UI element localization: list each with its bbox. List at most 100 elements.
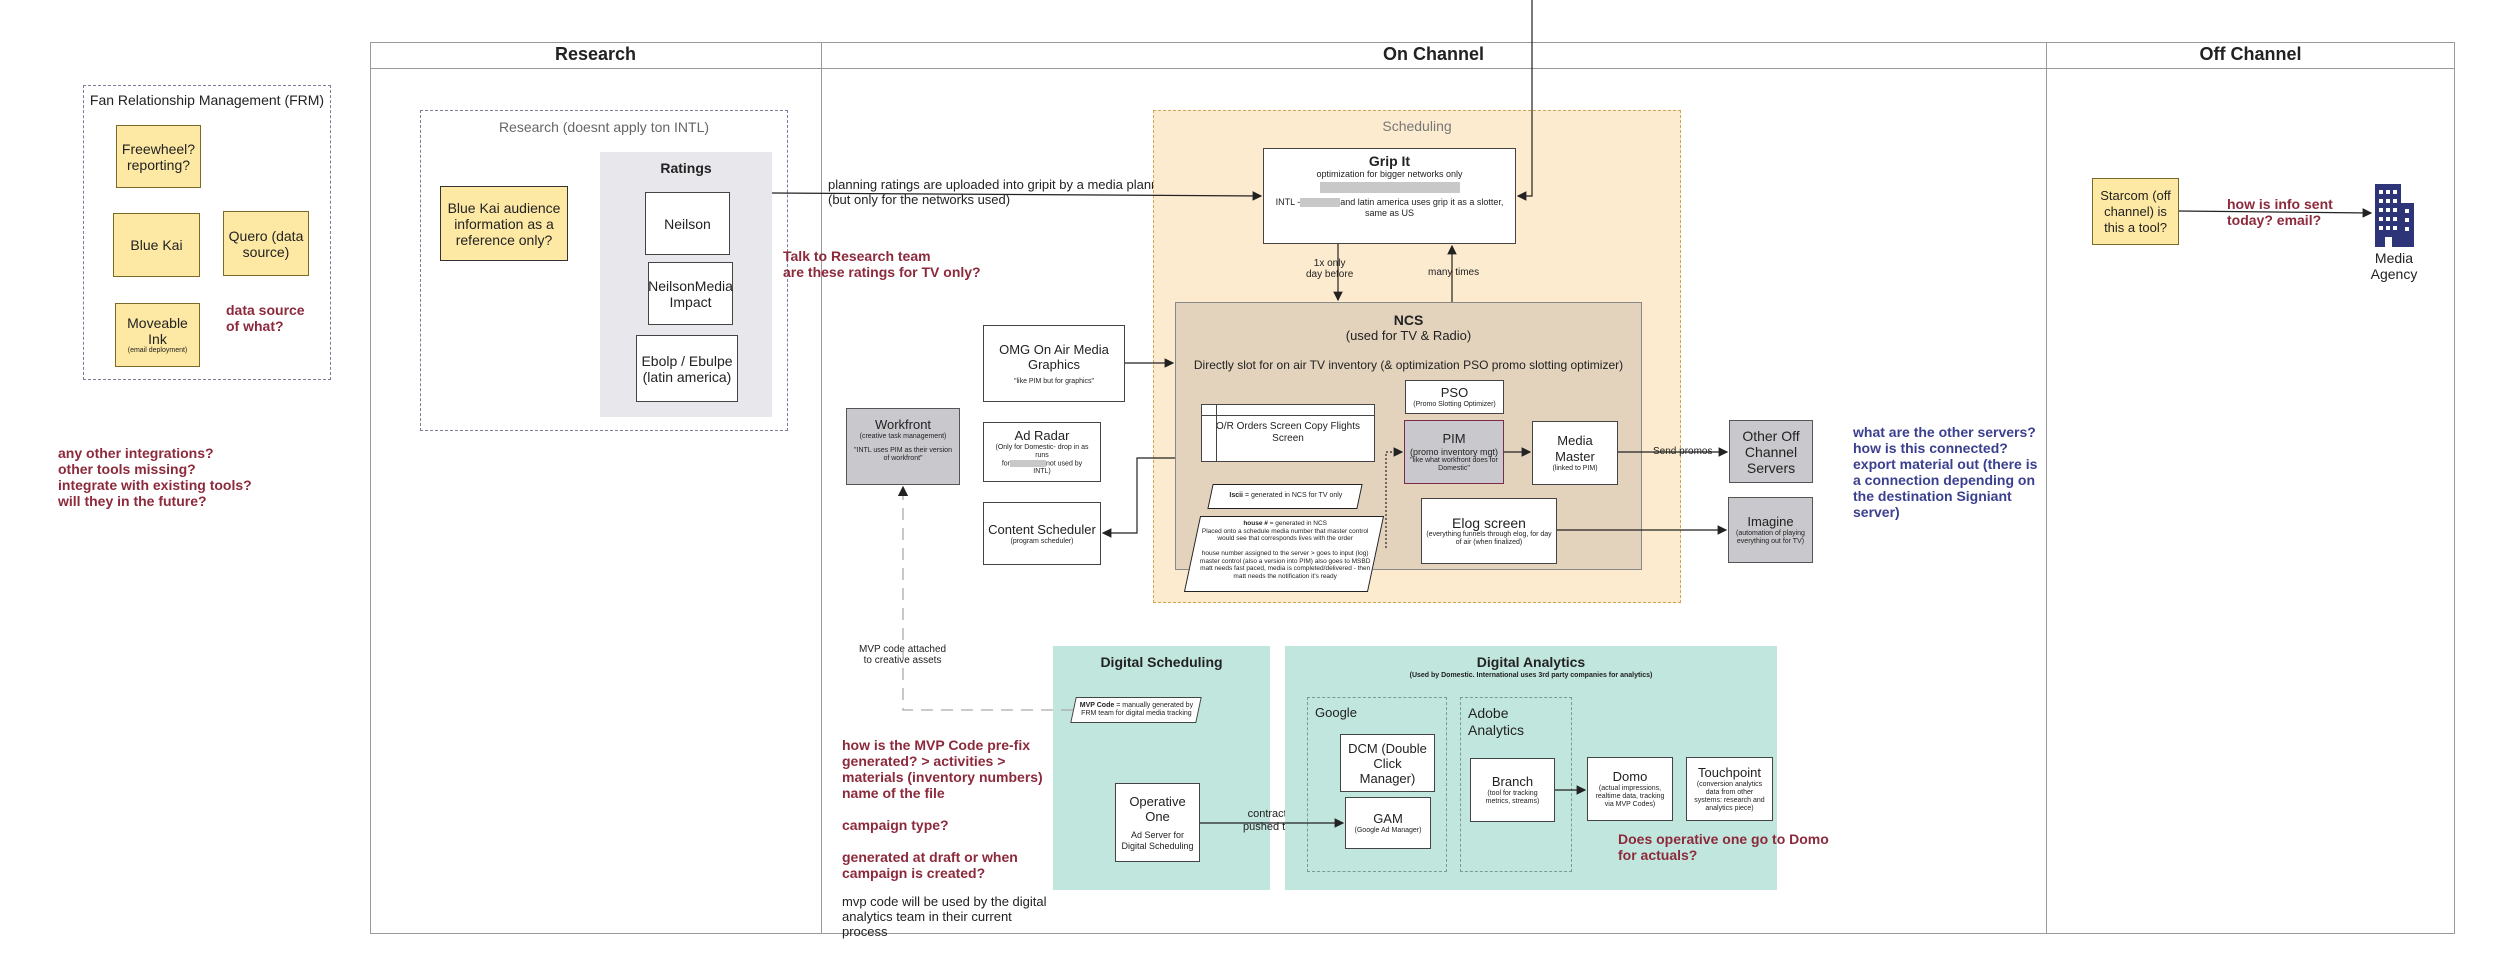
omg-title: OMG On Air Media Graphics	[999, 341, 1109, 372]
talk-research-question: Talk to Research team are these ratings …	[783, 248, 981, 280]
gripit-intl-redaction	[1300, 198, 1341, 208]
lane-title-research: Research	[554, 44, 637, 64]
ad-radar-note-line: for not used by INTL)	[1001, 459, 1083, 476]
research-group	[420, 110, 788, 431]
mvp-questions: how is the MVP Code pre-fix generated? >…	[842, 737, 1043, 881]
ratings-title: Ratings	[660, 160, 712, 176]
content-scheduler-title: Content Scheduler	[988, 521, 1096, 537]
ncs-title: NCS	[1393, 312, 1424, 328]
research-group-title: Research (doesnt apply ton INTL)	[498, 119, 710, 135]
swimlane-header-divider	[370, 68, 2455, 69]
digital-analytics-sub: (Used by Domestic. International uses 3r…	[1409, 672, 1653, 679]
ncs-sub: (used for TV & Radio)	[1345, 328, 1472, 343]
workfront-note: "INTL uses PIM as their version of workf…	[854, 447, 952, 462]
ad-radar-node: Ad Radar (Only for Domestic- drop in as …	[983, 422, 1101, 482]
media-master-title: Media Master	[1555, 433, 1595, 464]
gam-node: GAM (Google Ad Manager)	[1345, 797, 1431, 849]
neilsonmedia-node: NeilsonMedia Impact	[648, 262, 733, 325]
ad-radar-note-a: (Only for Domestic- drop in as runs	[995, 443, 1089, 459]
or-orders-header-line	[1201, 415, 1375, 416]
pim-title: PIM	[1442, 431, 1466, 446]
touchpoint-node: Touchpoint (conversion analytics data fr…	[1686, 757, 1773, 821]
scheduling-title: Scheduling	[1382, 118, 1452, 134]
domo-sub: (actual impressions, realtime data, trac…	[1595, 785, 1665, 808]
bluekai-reference-node: Blue Kai audience information as a refer…	[440, 186, 568, 261]
or-orders-node: O/R Orders Screen Copy Flights Screen	[1201, 404, 1375, 462]
starcom-to-agency-arrow	[2178, 208, 2373, 218]
data-source-question: data source of what?	[226, 302, 305, 334]
workfront-title: Workfront	[874, 417, 932, 432]
moveable-ink-title: Moveable Ink	[127, 315, 188, 347]
other-servers-node: Other Off Channel Servers	[1729, 420, 1813, 483]
ad-radar-note-b: for	[1001, 460, 1010, 468]
integration-questions: any other integrations? other tools miss…	[58, 445, 252, 509]
frm-group	[83, 85, 331, 380]
imagine-node: Imagine (automation of playing everythin…	[1728, 497, 1813, 563]
domo-title: Domo	[1612, 769, 1648, 784]
workfront-node: Workfront (creative task management) "IN…	[846, 408, 960, 485]
branch-title: Branch	[1491, 774, 1534, 789]
operative-one-sub: Ad Server for Digital Scheduling	[1121, 829, 1194, 851]
pim-sub: (promo inventory mgt)	[1409, 447, 1499, 457]
branch-sub: (tool for tracking metrics, streams)	[1485, 790, 1540, 805]
lane-title-off-channel: Off Channel	[2199, 44, 2302, 64]
gam-title: GAM	[1373, 811, 1403, 826]
lane-title-on-channel: On Channel	[1382, 44, 1484, 64]
ncs-description: Directly slot for on air TV inventory (&…	[1193, 358, 1624, 372]
neilson-node: Neilson	[645, 192, 730, 255]
touchpoint-title: Touchpoint	[1698, 765, 1761, 780]
gripit-title: Grip It	[1368, 153, 1411, 169]
media-agency-label: Media Agency	[2370, 250, 2418, 282]
or-orders-side-line	[1216, 404, 1217, 462]
gripit-intl-a: INTL -	[1275, 197, 1301, 207]
operative-one-title: Operative One	[1129, 793, 1186, 824]
ncs-to-content-scheduler-arrow	[1101, 457, 1175, 538]
google-group	[1307, 697, 1447, 872]
quero-node: Quero (data source)	[223, 211, 309, 276]
elog-title: Elog screen	[1452, 515, 1526, 531]
moveable-ink-node: Moveable Ink (email deployment)	[115, 303, 200, 367]
info-sent-question: how is info sent today? email?	[2227, 196, 2333, 228]
planning-ratings-label: planning ratings are uploaded into gripi…	[828, 177, 1170, 207]
moveable-ink-sub: (email deployment)	[127, 347, 188, 354]
many-times-label: many times	[1428, 267, 1480, 278]
elog-node: Elog screen (everything funnels through …	[1421, 498, 1557, 564]
gam-sub: (Google Ad Manager)	[1354, 827, 1422, 834]
or-orders-label: O/R Orders Screen Copy Flights Screen	[1216, 421, 1360, 444]
servers-question: what are the other servers? how is this …	[1853, 424, 2038, 520]
freewheel-node: Freewheel? reporting?	[116, 125, 201, 188]
swimlane-frame	[370, 42, 2455, 934]
frm-title: Fan Relationship Management (FRM)	[89, 92, 325, 108]
gripit-intl-line: INTL - and latin america uses grip it as …	[1276, 197, 1504, 219]
lane-divider-1	[821, 42, 822, 934]
starcom-node: Starcom (off channel) is this a tool?	[2092, 178, 2179, 245]
mvp-attached-label: MVP code attached to creative assets	[859, 644, 947, 666]
domo-node: Domo (actual impressions, realtime data,…	[1587, 757, 1673, 821]
ad-radar-title: Ad Radar	[1014, 427, 1070, 443]
google-title: Google	[1315, 705, 1357, 720]
domo-question: Does operative one go to Domo for actual…	[1618, 831, 1829, 863]
gripit-sub: optimization for bigger networks only	[1316, 169, 1463, 179]
mvp-to-workfront-dashed-arrow	[897, 485, 1073, 711]
ad-radar-note-c: not used by INTL)	[1033, 460, 1083, 476]
omg-note: "like PIM but for graphics"	[1013, 377, 1095, 385]
ad-radar-redaction	[1009, 459, 1046, 467]
elog-sub: (everything funnels through elog, for da…	[1426, 531, 1552, 546]
media-agency-building-icon	[2373, 181, 2415, 247]
house-to-pim-dotted	[1385, 447, 1404, 548]
adobe-title: Adobe Analytics	[1468, 705, 1525, 738]
operative-one-node: Operative One Ad Server for Digital Sche…	[1115, 783, 1200, 862]
content-scheduler-sub: (program scheduler)	[1010, 537, 1074, 545]
gripit-intl-b: and latin america uses grip it as a slot…	[1340, 197, 1504, 218]
ebolp-node: Ebolp / Ebulpe (latin america)	[636, 335, 738, 402]
pim-node: PIM (promo inventory mgt) "like what wor…	[1404, 420, 1504, 484]
media-master-sub: (linked to PIM)	[1552, 465, 1598, 472]
pso-sub: (Promo Slotting Optimizer)	[1413, 401, 1496, 408]
content-scheduler-node: Content Scheduler (program scheduler)	[983, 502, 1101, 565]
ratings-to-gripit-arrow	[771, 191, 1263, 201]
imagine-sub: (automation of playing everything out fo…	[1736, 530, 1805, 545]
gripit-redaction	[1319, 182, 1460, 193]
workfront-sub: (creative task management)	[859, 433, 947, 440]
lane-divider-2	[2046, 42, 2047, 934]
